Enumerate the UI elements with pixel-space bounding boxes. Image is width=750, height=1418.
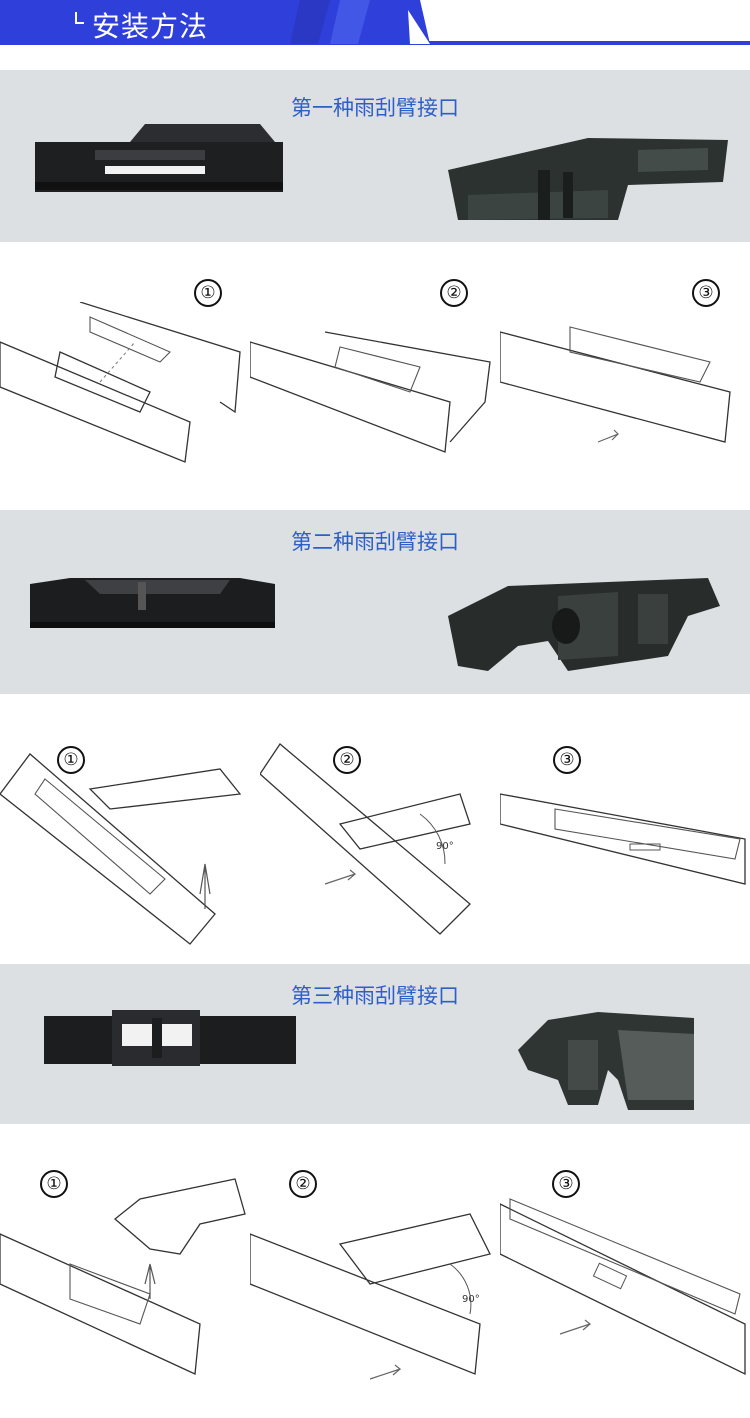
angle-label: 90° (462, 1294, 480, 1305)
step-number-2: ② (440, 279, 468, 307)
line-drawing-step-1 (0, 1178, 246, 1375)
section-header: 安装方法 (0, 0, 750, 46)
step-number-2: ② (333, 746, 361, 774)
wiper-connector-photo-1 (35, 124, 283, 192)
section-title-3: 第三种雨刮臂接口 (291, 984, 459, 1008)
wiper-adapter-photo-2 (448, 578, 720, 671)
line-drawing-step-3 (500, 1198, 746, 1376)
angle-label: 90° (436, 841, 454, 852)
header-underline (0, 41, 750, 45)
interface-panel-3: 第三种雨刮臂接口 (0, 964, 750, 1124)
line-drawing-step-1 (0, 302, 241, 463)
line-drawing-step-1 (0, 753, 242, 945)
header-corner-icon (75, 12, 84, 24)
step-number-3: ③ (553, 746, 581, 774)
line-drawing-step-3 (500, 793, 746, 885)
step-number-1: ① (57, 746, 85, 774)
step-number-1: ① (40, 1170, 68, 1198)
wiper-adapter-photo-3 (518, 1012, 694, 1110)
interface-panel-1: 第一种雨刮臂接口 (0, 70, 750, 242)
line-drawing-step-2: 90° (260, 743, 471, 935)
header-stripe-decoration (290, 0, 430, 44)
step-number-3: ③ (552, 1170, 580, 1198)
interface-panel-2: 第二种雨刮臂接口 (0, 510, 750, 694)
installation-steps-3: ① ② ③ 90° (0, 1124, 750, 1418)
step-number-2: ② (289, 1170, 317, 1198)
step-number-1: ① (194, 279, 222, 307)
page-title: 安装方法 (92, 10, 209, 43)
section-title-2: 第二种雨刮臂接口 (291, 530, 459, 554)
section-title-1: 第一种雨刮臂接口 (291, 96, 459, 120)
line-drawing-step-2: 90° (250, 1213, 491, 1380)
line-drawing-step-2 (250, 331, 491, 453)
wiper-connector-photo-3 (44, 1010, 296, 1066)
wiper-adapter-photo-1 (448, 138, 728, 220)
wiper-connector-photo-2 (30, 578, 275, 628)
installation-steps-2: ① ② ③ 90° (0, 694, 750, 964)
line-drawing-step-3 (500, 326, 731, 443)
step-number-3: ③ (692, 279, 720, 307)
installation-steps-1: ① ② ③ (0, 242, 750, 510)
